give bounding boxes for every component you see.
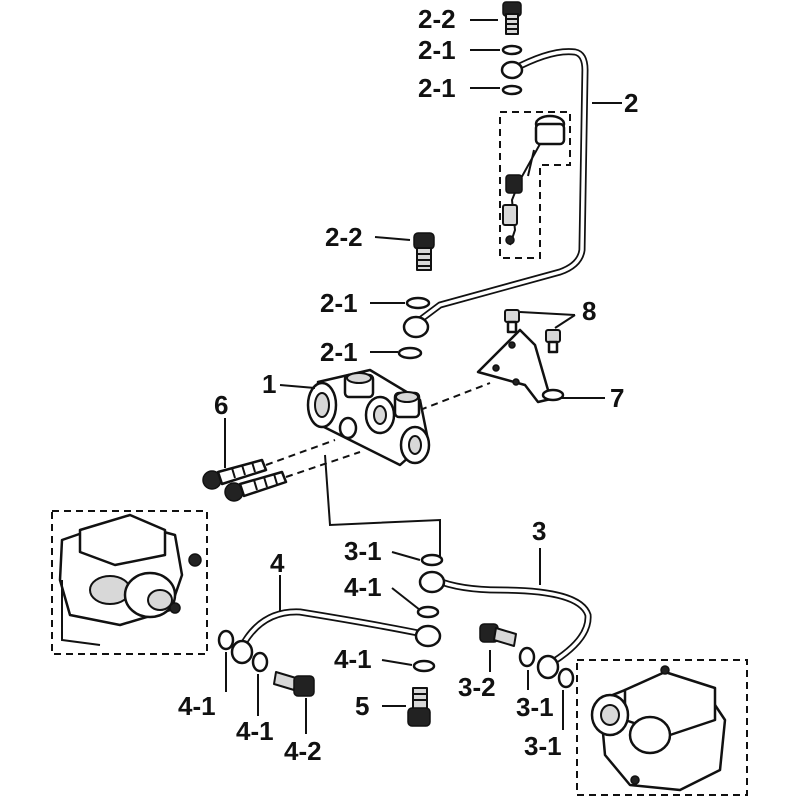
label-4-2: 4-2: [284, 736, 322, 766]
label-5: 5: [355, 691, 369, 721]
label-4-1-a: 4-1: [344, 572, 382, 602]
banjo-eye-3-caliper: [536, 654, 560, 680]
bracket-7: [476, 328, 565, 404]
banjo-eye-3: [418, 570, 446, 594]
washer-2-1-top-b: [501, 84, 523, 96]
label-2-2-mid: 2-2: [325, 222, 363, 252]
label-2-1-mid-b: 2-1: [320, 337, 358, 367]
left-caliper-detail: [51, 510, 208, 655]
label-2-1-top-b: 2-1: [418, 73, 456, 103]
brake-pipe-4: [236, 608, 432, 654]
banjo-bolt-2-2-top: [502, 1, 522, 35]
washer-4-1-a: [416, 605, 440, 619]
valve-body-1: [306, 368, 431, 467]
banjo-eye-4: [414, 624, 442, 648]
label-4: 4: [270, 548, 285, 578]
banjo-eye-mid: [402, 315, 430, 339]
label-3: 3: [532, 516, 546, 546]
bolt-5: [407, 687, 431, 727]
bolt-6-a: [202, 458, 268, 490]
bolt-6-b: [224, 470, 288, 502]
label-3-2: 3-2: [458, 672, 496, 702]
washer-2-1-top-a: [501, 44, 523, 56]
brake-pipe-2: [416, 48, 589, 324]
washer-3-1-c: [557, 667, 575, 689]
label-3-1-a: 3-1: [344, 536, 382, 566]
master-cylinder-detail: [499, 111, 571, 259]
label-2-2-top: 2-2: [418, 4, 456, 34]
leader-lines: [224, 19, 622, 734]
bolt-8-b: [545, 329, 561, 354]
brake-pipe-3: [432, 576, 592, 669]
washer-2-1-mid-a: [405, 296, 431, 310]
bolt-4-2: [273, 671, 315, 697]
washer-3-1-b: [518, 646, 536, 668]
right-caliper-detail: [576, 659, 748, 796]
label-3-1-c: 3-1: [524, 731, 562, 761]
banjo-bolt-2-2-mid: [413, 232, 435, 271]
washer-4-1-b: [412, 659, 436, 673]
label-2: 2: [624, 88, 638, 118]
label-4-1-c: 4-1: [178, 691, 216, 721]
washer-2-1-mid-b: [397, 346, 423, 360]
banjo-eye-4-caliper: [230, 639, 254, 665]
washer-4-1-c: [217, 629, 235, 651]
bolt-3-2: [479, 623, 517, 647]
label-7: 7: [610, 383, 624, 413]
label-4-1-d: 4-1: [236, 716, 274, 746]
label-1: 1: [262, 369, 276, 399]
washer-4-1-d: [251, 651, 269, 673]
banjo-eye-top: [500, 60, 524, 80]
washer-3-1-a: [420, 553, 444, 567]
label-4-1-b: 4-1: [334, 644, 372, 674]
label-2-1-top-a: 2-1: [418, 35, 456, 65]
label-6: 6: [214, 390, 228, 420]
label-2-1-mid-a: 2-1: [320, 288, 358, 318]
label-3-1-b: 3-1: [516, 692, 554, 722]
bolt-8-a: [504, 309, 520, 334]
label-8: 8: [582, 296, 596, 326]
